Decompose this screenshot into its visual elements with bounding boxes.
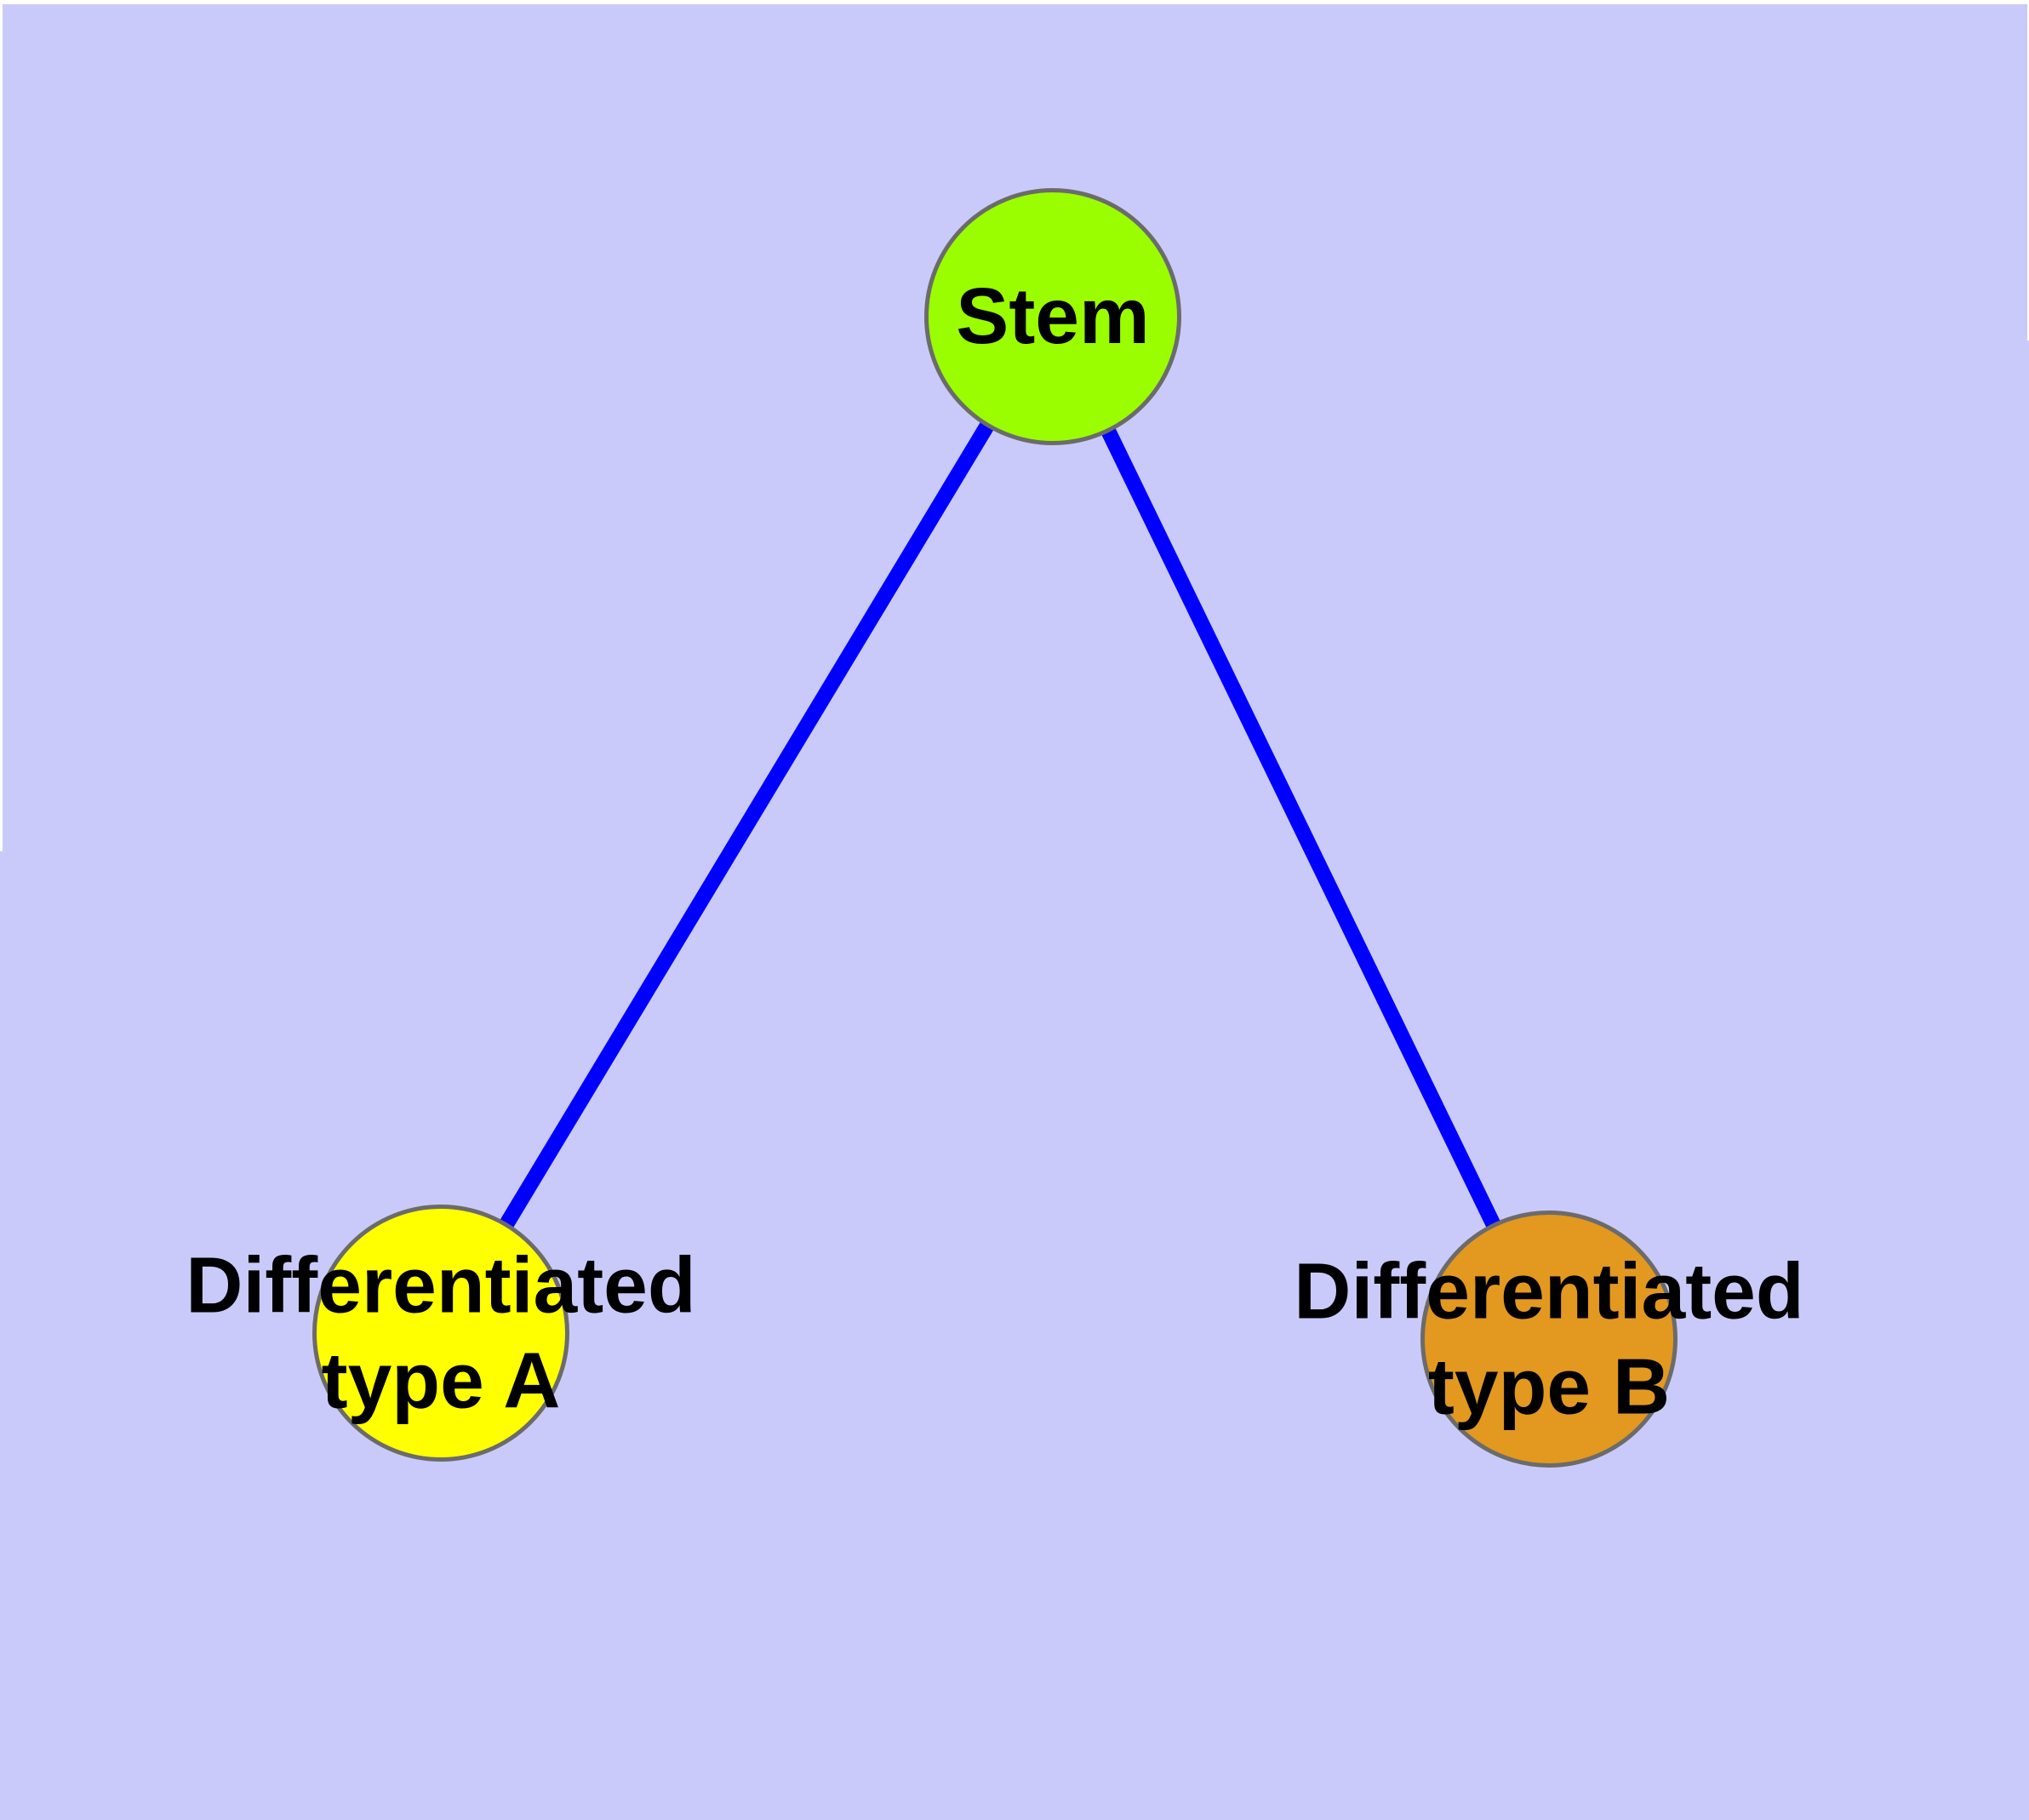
node-differentiated-type-b-label: Differentiated type B (1294, 1246, 1804, 1430)
window-edge-left (0, 0, 3, 851)
edge-stem-to-type-a (434, 312, 1060, 1337)
edge-stem-to-type-b (1045, 313, 1557, 1342)
node-differentiated-type-a-label: Differentiated type A (186, 1240, 696, 1424)
node-differentiated-type-b (1420, 1210, 1677, 1468)
node-differentiated-type-a (312, 1205, 569, 1462)
node-stem-label: Stem (956, 272, 1150, 361)
node-stem (924, 188, 1181, 445)
window-edge-right (2027, 0, 2029, 341)
